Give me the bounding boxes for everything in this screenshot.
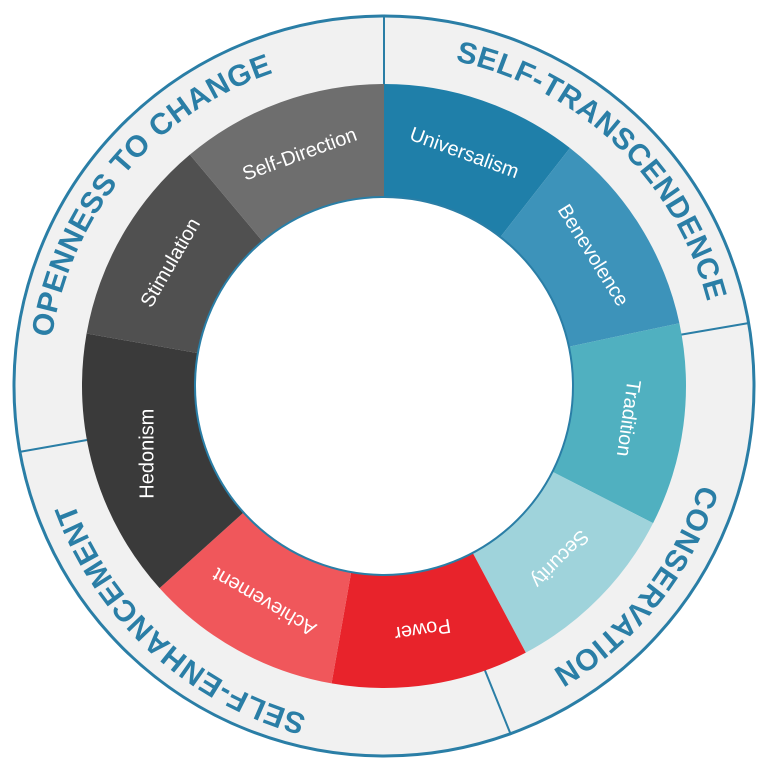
divider-line	[678, 322, 750, 336]
segment-security	[472, 471, 654, 653]
segment-universalism	[384, 84, 570, 238]
segment-hedonism	[81, 333, 244, 589]
segment-stimulation	[86, 154, 263, 354]
value-segments	[81, 84, 686, 688]
inner-hole	[194, 196, 574, 576]
value-label-hedonism: Hedonism	[136, 409, 158, 499]
segment-achievement	[159, 512, 352, 684]
segment-power	[331, 552, 526, 688]
segment-self-direction	[189, 84, 384, 242]
segment-benevolence	[500, 148, 680, 347]
divider-line	[483, 667, 512, 736]
segment-tradition	[552, 323, 686, 524]
divider-line	[18, 439, 88, 453]
